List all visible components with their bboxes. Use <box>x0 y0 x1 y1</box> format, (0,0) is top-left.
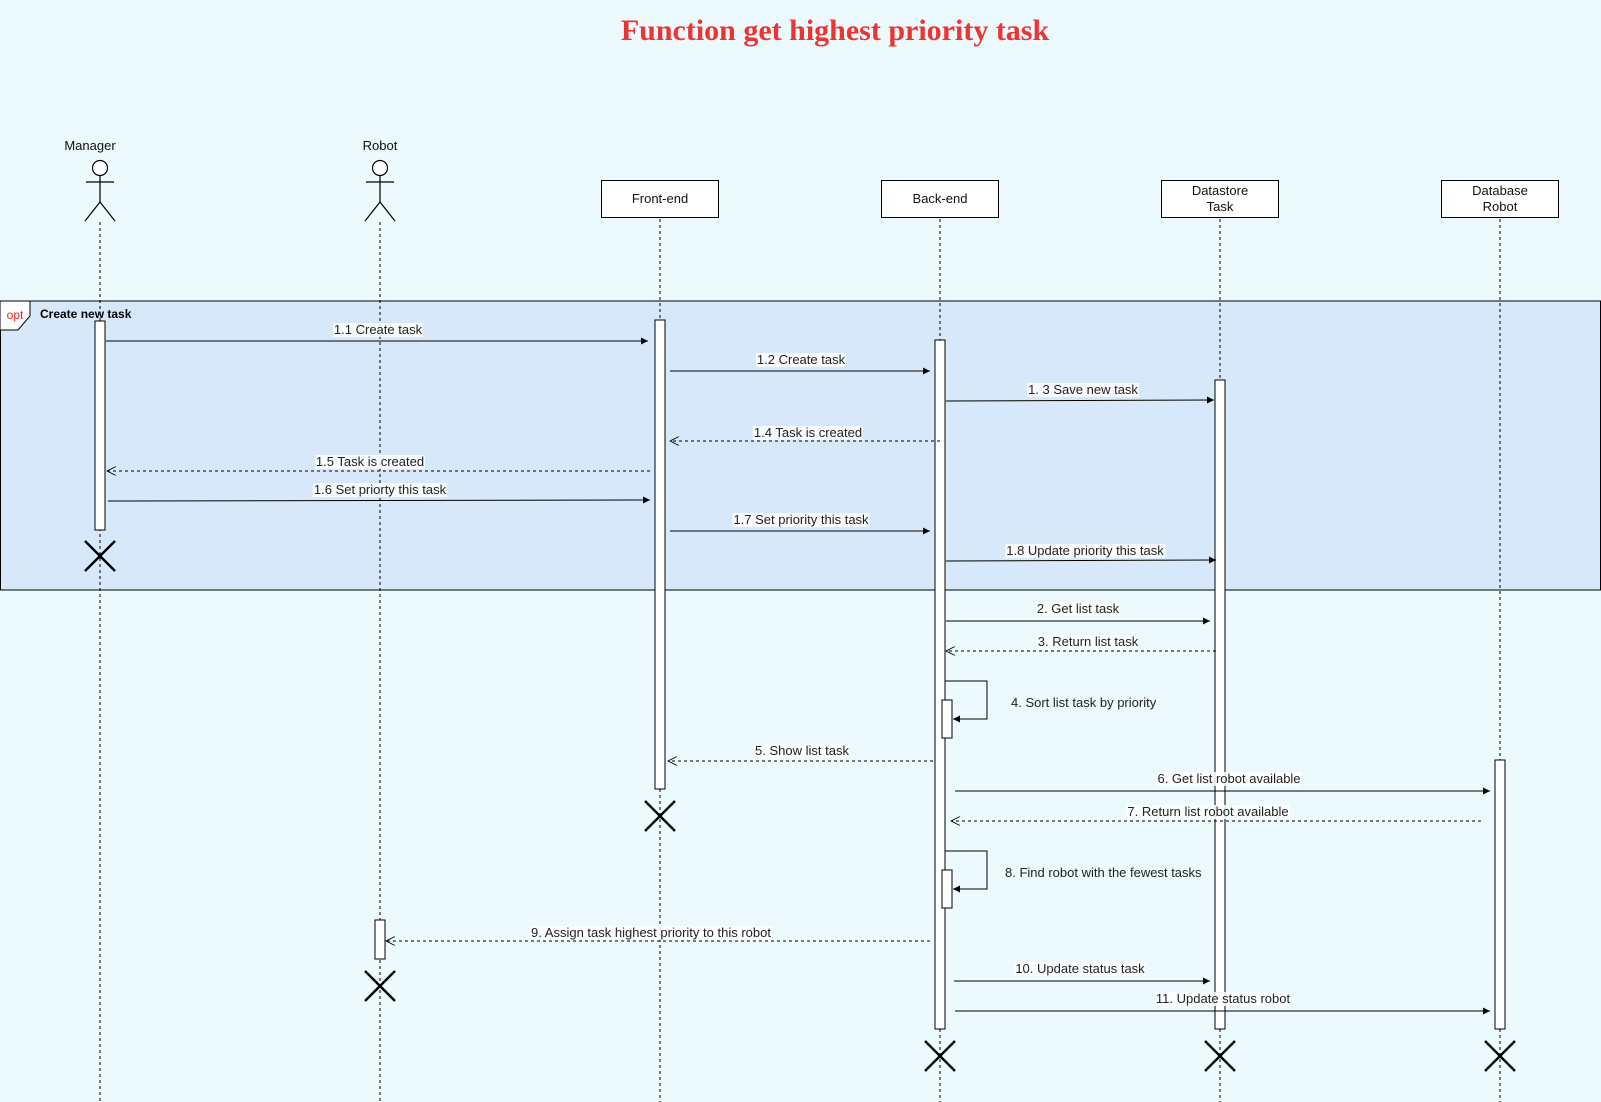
message-label-6: 6. Get list robot available <box>1156 771 1302 786</box>
message-label-1-1: 1.1 Create task <box>332 322 424 337</box>
actor-label-robot: Robot <box>362 138 398 153</box>
message-label-1-8: 1.8 Update priority this task <box>1005 543 1165 558</box>
message-label-1-7: 1.7 Set priority this task <box>732 512 870 527</box>
fragment-operator: opt <box>6 308 24 322</box>
fragment-condition: Create new task <box>40 307 132 321</box>
actor-label-manager: Manager <box>64 138 116 153</box>
destroy-frontend-icon <box>644 800 676 832</box>
message-label-7: 7. Return list robot available <box>1126 804 1290 819</box>
message-label-1-5: 1.5 Task is created <box>314 454 426 469</box>
message-label-2: 2. Get list task <box>1035 601 1121 616</box>
message-label-8: 8. Find robot with the fewest tasks <box>1005 865 1202 880</box>
robot-actor-icon <box>364 159 396 222</box>
destroy-manager-icon <box>84 540 116 572</box>
participant-database: Database Robot <box>1441 180 1559 218</box>
message-label-5: 5. Show list task <box>754 743 850 758</box>
opt-fragment-frame <box>0 300 1601 591</box>
activation-backend-find <box>941 869 953 909</box>
message-8-self-arrow <box>945 850 988 893</box>
activation-robot <box>374 919 386 960</box>
destroy-backend-icon <box>924 1040 956 1072</box>
message-1-6-arrow <box>107 496 651 504</box>
destroy-datastore-icon <box>1204 1040 1236 1072</box>
message-label-1-3: 1. 3 Save new task <box>1027 382 1139 397</box>
message-1-3-arrow <box>945 396 1215 404</box>
diagram-title: Function get highest priority task <box>620 14 1050 47</box>
manager-actor-icon <box>84 159 116 222</box>
destroy-database-icon <box>1484 1040 1516 1072</box>
participant-backend: Back-end <box>881 180 999 218</box>
opt-fragment-tag <box>0 300 31 331</box>
activation-manager <box>94 320 106 531</box>
message-label-3: 3. Return list task <box>1036 634 1140 649</box>
message-label-1-6: 1.6 Set priorty this task <box>312 482 448 497</box>
message-label-1-4: 1.4 Task is created <box>752 425 864 440</box>
message-1-8-arrow <box>945 556 1217 564</box>
activation-datastore <box>1214 379 1226 1030</box>
message-label-10: 10. Update status task <box>1014 961 1146 976</box>
activation-backend <box>934 339 946 1030</box>
message-label-1-2: 1.2 Create task <box>755 352 847 367</box>
activation-database <box>1494 759 1506 1030</box>
message-label-11: 11. Update status robot <box>1154 991 1292 1006</box>
destroy-robot-icon <box>364 970 396 1002</box>
activation-backend-sort <box>941 699 953 739</box>
activation-frontend <box>654 319 666 790</box>
participant-datastore: Datastore Task <box>1161 180 1279 218</box>
message-label-9: 9. Assign task highest priority to this … <box>530 925 772 940</box>
message-4-self-arrow <box>945 680 988 723</box>
message-label-4: 4. Sort list task by priority <box>1011 695 1157 710</box>
participant-frontend: Front-end <box>601 180 719 218</box>
